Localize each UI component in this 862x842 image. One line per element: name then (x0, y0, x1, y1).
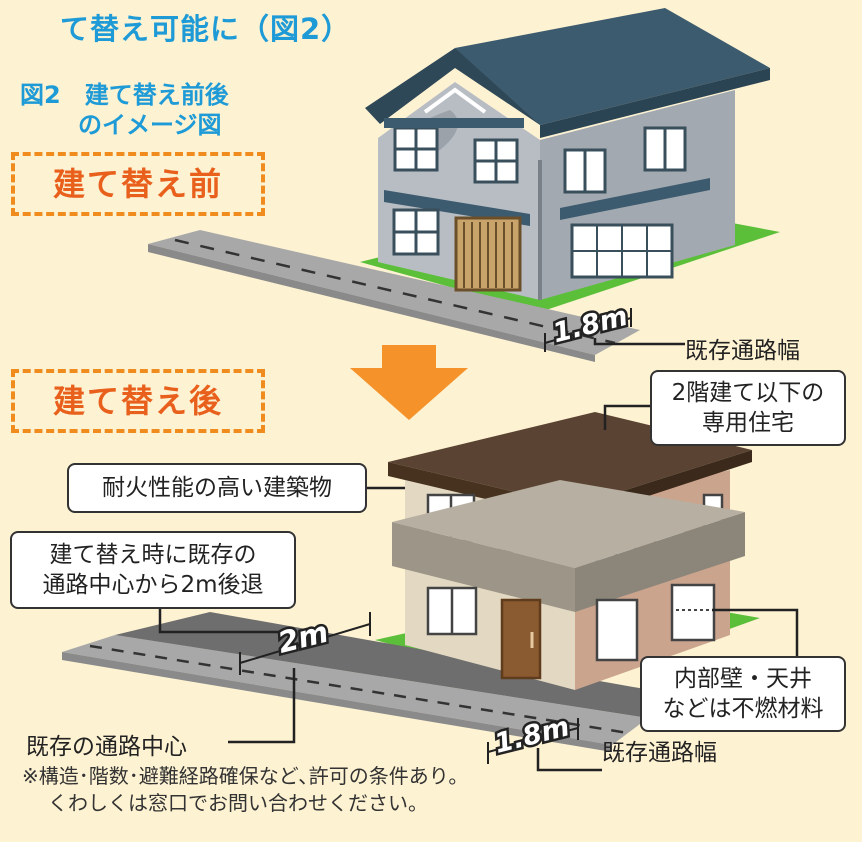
leader-walls (712, 608, 799, 656)
road-centerline-after (89, 644, 629, 735)
page-title: て替え可能に（図2） (60, 12, 352, 46)
figure-label-line2: のイメージ図 (78, 111, 222, 139)
note-line2: くわしくは窓口でお問い合わせください。 (48, 791, 428, 815)
label-existing-width-after: 既存通路幅 (602, 740, 717, 766)
road-centerline-before (174, 238, 616, 345)
leader-center (228, 668, 296, 744)
label-existing-width-before: 既存通路幅 (685, 338, 800, 364)
callout-walls: 内部壁・天井 などは不燃材料 (640, 656, 846, 732)
door-after (500, 598, 542, 680)
figure-label-line1: 図2 建て替え前後 (20, 81, 229, 109)
label-road-center: 既存の通路中心 (26, 734, 187, 760)
figure-label: 図2 建て替え前後 のイメージ図 (20, 80, 229, 140)
balcony (392, 522, 575, 612)
leader-two-floor (603, 404, 650, 430)
callout-two-floor: 2階建て以下の 専用住宅 (650, 370, 846, 446)
setback-area (115, 612, 735, 718)
before-tag: 建て替え前 (11, 152, 265, 216)
after-tag: 建て替え後 (11, 369, 265, 433)
roof-before (455, 8, 770, 125)
leader-width-after (536, 748, 602, 772)
road-before (148, 230, 640, 355)
callout-setback: 建て替え時に既存の 通路中心から2m後退 (10, 531, 296, 609)
callout-fireproof: 耐火性能の高い建築物 (67, 463, 367, 513)
arrow-down (350, 345, 468, 420)
note-line1: ※構造･階数･避難経路確保など､許可の条件あり。 (22, 764, 469, 788)
leader-setback (158, 609, 285, 634)
leader-width-before (593, 338, 685, 346)
